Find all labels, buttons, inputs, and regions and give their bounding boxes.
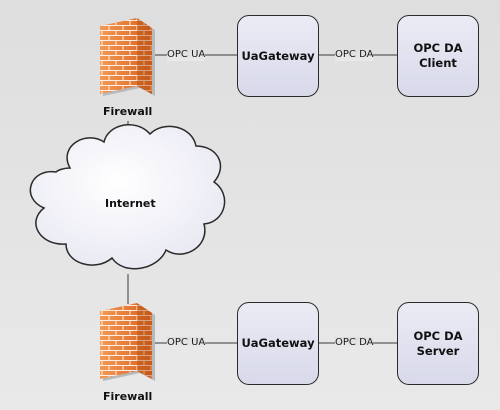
protocol-label-opc-da-top: OPC DA	[335, 49, 374, 61]
gateway-label-bottom: UaGateway	[241, 336, 315, 350]
server-label-line2: Server	[416, 343, 460, 358]
gateway-box-bottom[interactable]: UaGateway	[237, 302, 319, 385]
gateway-label-top: UaGateway	[241, 48, 315, 63]
opc-da-client-box[interactable]: OPC DA Client	[397, 15, 479, 97]
firewall-bottom-icon	[100, 303, 155, 381]
opc-da-server-box[interactable]: OPC DA Server	[397, 302, 479, 385]
firewall-top-label: Firewall	[103, 105, 153, 118]
protocol-label-opc-ua-bottom: OPC UA	[167, 337, 206, 349]
internet-label: Internet	[105, 197, 156, 210]
internet-cloud-icon	[29, 124, 226, 270]
gateway-box-top[interactable]: UaGateway	[237, 15, 319, 97]
firewall-top-icon	[100, 18, 155, 96]
protocol-label-opc-ua-top: OPC UA	[167, 49, 206, 61]
server-label-line1: OPC DA	[413, 328, 463, 343]
client-label-line2: Client	[419, 56, 457, 70]
client-label-line1: OPC DA	[413, 41, 463, 55]
protocol-label-opc-da-bottom: OPC DA	[335, 337, 374, 349]
firewall-bottom-label: Firewall	[103, 390, 153, 403]
